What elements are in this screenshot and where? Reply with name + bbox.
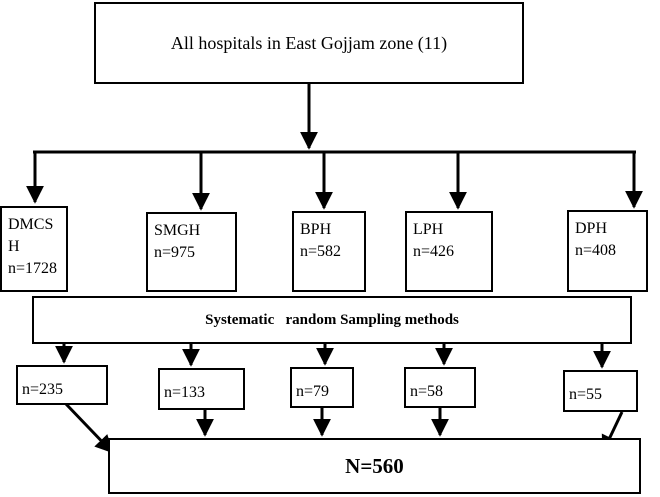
sampling-method-box: Systematic random Sampling methods [32,296,632,344]
all-hospitals-label: All hospitals in East Gojjam zone (11) [170,32,448,53]
hospital-name-continued: H [8,238,20,255]
hospital-name: LPH [413,221,444,238]
sample-box-5: n=55 [563,370,638,412]
sample-size: n=133 [164,384,206,401]
hospital-population: n=426 [413,243,455,260]
sample-box-3: n=79 [290,367,354,408]
hospital-box-lph: LPH n=426 [405,211,493,292]
hospital-name: SMGH [154,222,201,239]
sample-size: n=79 [296,383,330,400]
sample-box-2: n=133 [158,368,245,410]
sample-box-4: n=58 [404,367,476,408]
hospital-name: BPH [300,221,332,238]
hospital-name: DPH [575,220,608,237]
hospital-name: DMCS [8,216,54,233]
hospital-box-dph: DPH n=408 [567,210,648,292]
sample-box-1: n=235 [16,365,108,405]
hospital-box-smgh: SMGH n=975 [146,212,237,292]
hospital-box-dmcsh: DMCS H n=1728 [0,206,68,292]
sample-size: n=58 [410,383,444,400]
sampling-method-label: Systematic random Sampling methods [205,311,459,328]
sample-size: n=55 [569,386,603,403]
total-sample-label: N=560 [345,453,404,478]
sample-size: n=235 [22,381,64,398]
hospital-population: n=975 [154,244,196,261]
total-sample-box: N=560 [108,438,641,494]
all-hospitals-box: All hospitals in East Gojjam zone (11) [94,2,524,84]
arrow-sample-1-to-total [64,402,114,454]
hospital-population: n=408 [575,242,617,259]
hospital-population: n=1728 [8,260,58,277]
hospital-box-bph: BPH n=582 [292,211,366,292]
hospital-population: n=582 [300,243,342,260]
